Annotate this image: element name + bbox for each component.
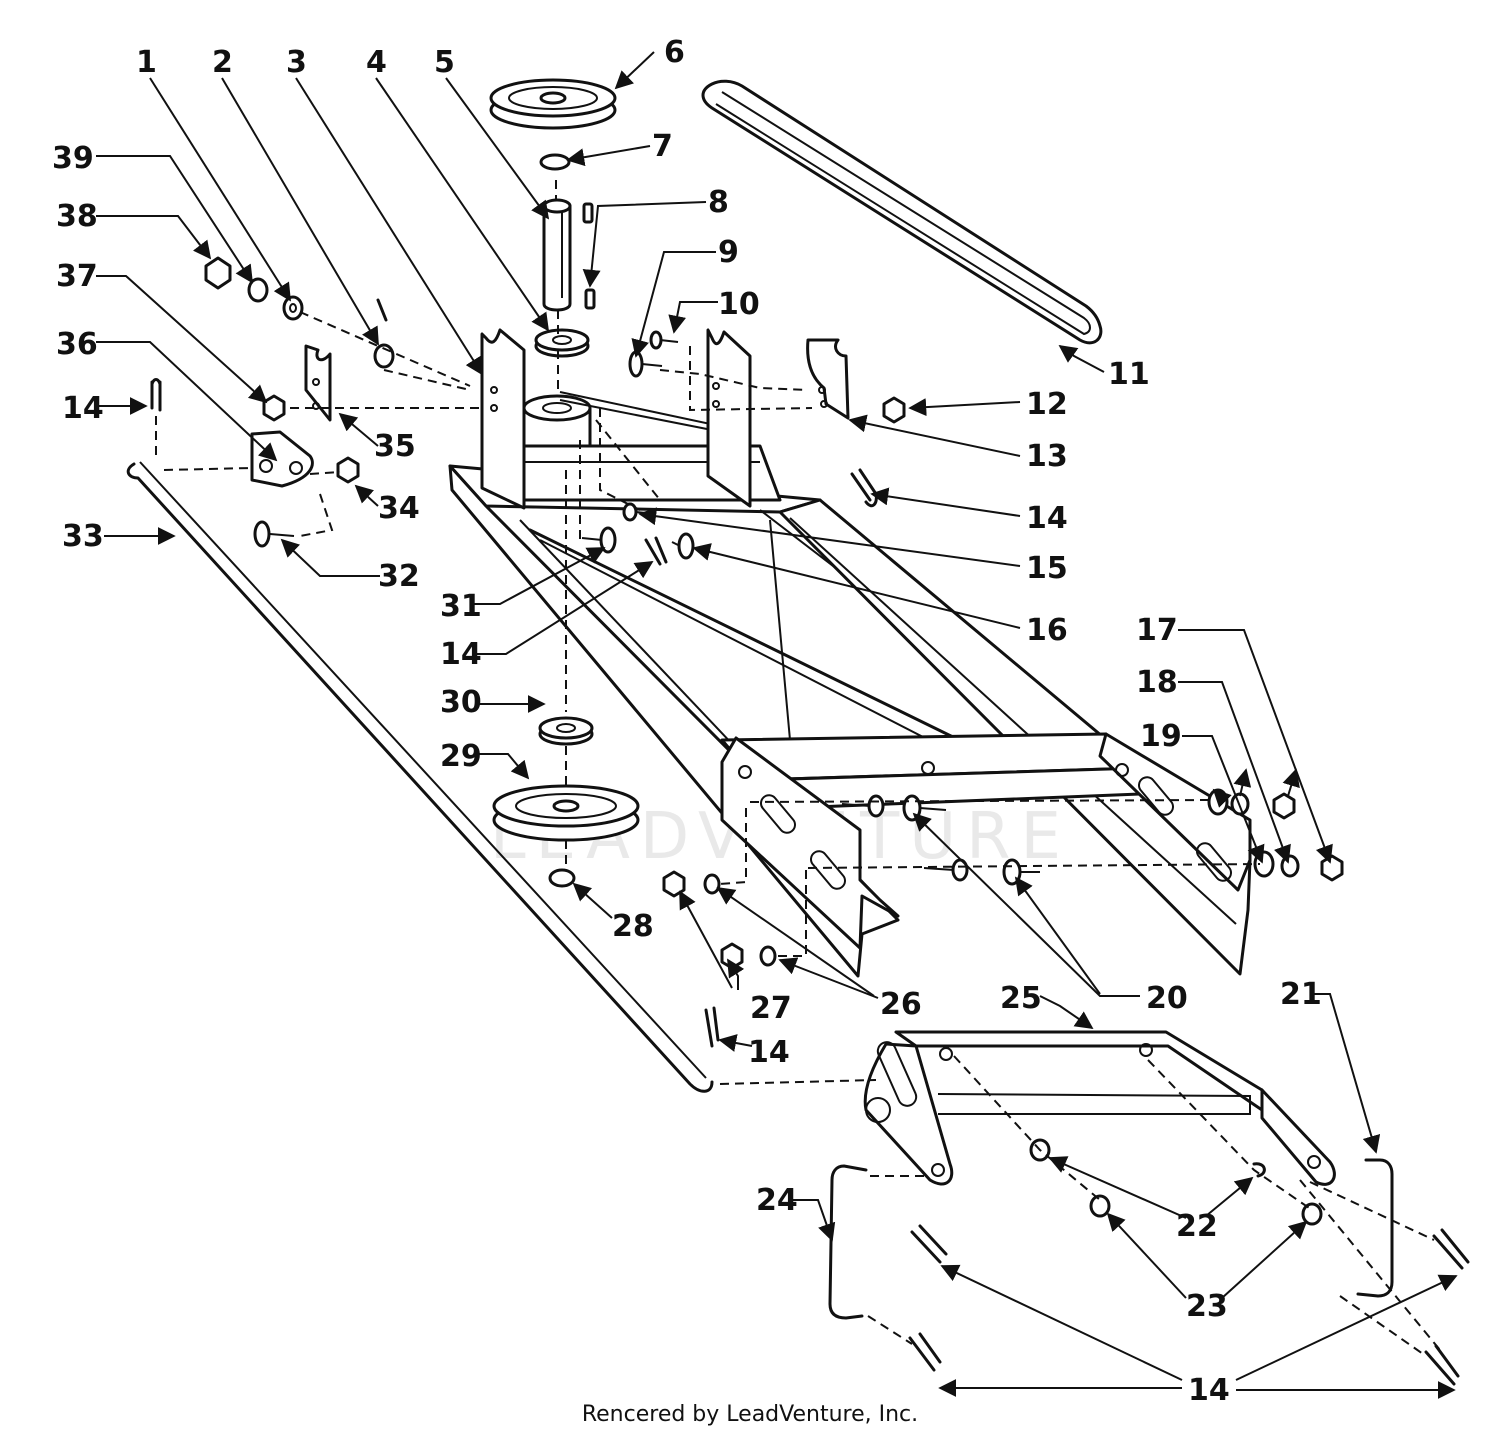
- callout-17: 17: [1136, 613, 1178, 648]
- right-hanger-bracket: [806, 338, 850, 420]
- leader-lines: [96, 51, 1458, 1399]
- callout-14-e: 14: [1188, 1373, 1230, 1408]
- callout-19: 19: [1140, 719, 1182, 754]
- hairpin-clip-center: [644, 536, 668, 566]
- hairpin-clips-bottom: [908, 1224, 1470, 1386]
- callout-38: 38: [56, 199, 98, 234]
- callout-7: 7: [652, 129, 673, 164]
- hairpin-clip-mid-right: [850, 468, 878, 508]
- callout-18: 18: [1136, 665, 1178, 700]
- callout-15: 15: [1026, 551, 1068, 586]
- cotter-pin-2: [373, 298, 395, 369]
- handle-21: [1356, 1158, 1394, 1298]
- carriage-bolt-9: [628, 350, 663, 378]
- callout-36: 36: [56, 327, 98, 362]
- callout-34: 34: [378, 491, 420, 526]
- callout-3: 3: [286, 45, 307, 80]
- callout-24: 24: [756, 1183, 798, 1218]
- hairpin-clip-left-top: [150, 378, 162, 412]
- callout-14-d: 14: [748, 1035, 790, 1070]
- lower-spacer: [538, 716, 594, 746]
- hex-nut-34: [336, 456, 360, 484]
- bolt-31: [581, 526, 617, 554]
- hex-nut-37: [262, 394, 286, 422]
- callout-5: 5: [434, 45, 455, 80]
- lock-washer-39: [247, 277, 269, 303]
- callout-29: 29: [440, 739, 482, 774]
- upper-pulley: [489, 78, 617, 130]
- flat-washer-1: [282, 295, 304, 321]
- callout-14-a: 14: [1026, 501, 1068, 536]
- callout-9: 9: [718, 235, 739, 270]
- callout-37: 37: [56, 259, 98, 294]
- snap-ring-upper: [539, 153, 571, 171]
- callout-13: 13: [1026, 439, 1068, 474]
- callout-27: 27: [750, 991, 792, 1026]
- callout-2: 2: [212, 45, 233, 80]
- callout-8: 8: [708, 185, 729, 220]
- carriage-bolt-16: [671, 532, 695, 560]
- callout-6: 6: [664, 35, 685, 70]
- bolt-32: [253, 520, 295, 548]
- spindle-spacer: [534, 328, 590, 358]
- front-cross-member: [720, 732, 1252, 950]
- callout-12: 12: [1026, 387, 1068, 422]
- callout-33: 33: [62, 519, 104, 554]
- callout-14-b: 14: [62, 391, 104, 426]
- callout-11: 11: [1108, 357, 1150, 392]
- washer-22: [1029, 1138, 1266, 1178]
- callout-10: 10: [718, 287, 760, 322]
- hairpin-clip-lower: [704, 1006, 720, 1048]
- callout-labels: 1 2 3 4 5 6 7 8 9 10 11 12 13 14 15 16 1…: [52, 35, 1322, 1408]
- nut-12: [882, 396, 906, 424]
- handle-24: [828, 1164, 868, 1320]
- callout-25: 25: [1000, 981, 1042, 1016]
- callout-20: 20: [1146, 981, 1188, 1016]
- footer-credit: Rencered by LeadVenture, Inc.: [581, 1402, 919, 1427]
- snap-ring-lower: [548, 868, 576, 888]
- bolt-10: [649, 330, 679, 350]
- callout-35: 35: [374, 429, 416, 464]
- lift-rod: [126, 461, 714, 1093]
- callout-30: 30: [440, 685, 482, 720]
- front-nuts-left: [662, 870, 777, 970]
- callout-16: 16: [1026, 613, 1068, 648]
- belt: [701, 79, 1103, 345]
- callout-28: 28: [612, 909, 654, 944]
- callout-23-a: 23: [1186, 1289, 1228, 1324]
- key-upper: [582, 202, 594, 224]
- callout-21: 21: [1280, 977, 1322, 1012]
- left-hanger-bracket: [304, 344, 332, 422]
- callout-26: 26: [880, 987, 922, 1022]
- callout-4: 4: [366, 45, 387, 80]
- callout-39: 39: [52, 141, 94, 176]
- callout-1: 1: [136, 45, 157, 80]
- callout-14-c: 14: [440, 637, 482, 672]
- assembly-lines: [155, 180, 1441, 1357]
- bolt-23: [1089, 1194, 1323, 1226]
- callout-32: 32: [378, 559, 420, 594]
- lower-pulley: [492, 784, 640, 842]
- hex-nut-38: [204, 256, 232, 290]
- idler-arm-bracket: [250, 430, 314, 488]
- left-upright-bracket: [480, 328, 526, 510]
- callout-22: 22: [1176, 1209, 1218, 1244]
- rear-axle-bracket: [863, 1030, 1336, 1186]
- right-upright-bracket: [706, 328, 752, 508]
- spindle-shaft: [542, 198, 572, 312]
- key-lower: [584, 288, 596, 310]
- callout-31: 31: [440, 589, 482, 624]
